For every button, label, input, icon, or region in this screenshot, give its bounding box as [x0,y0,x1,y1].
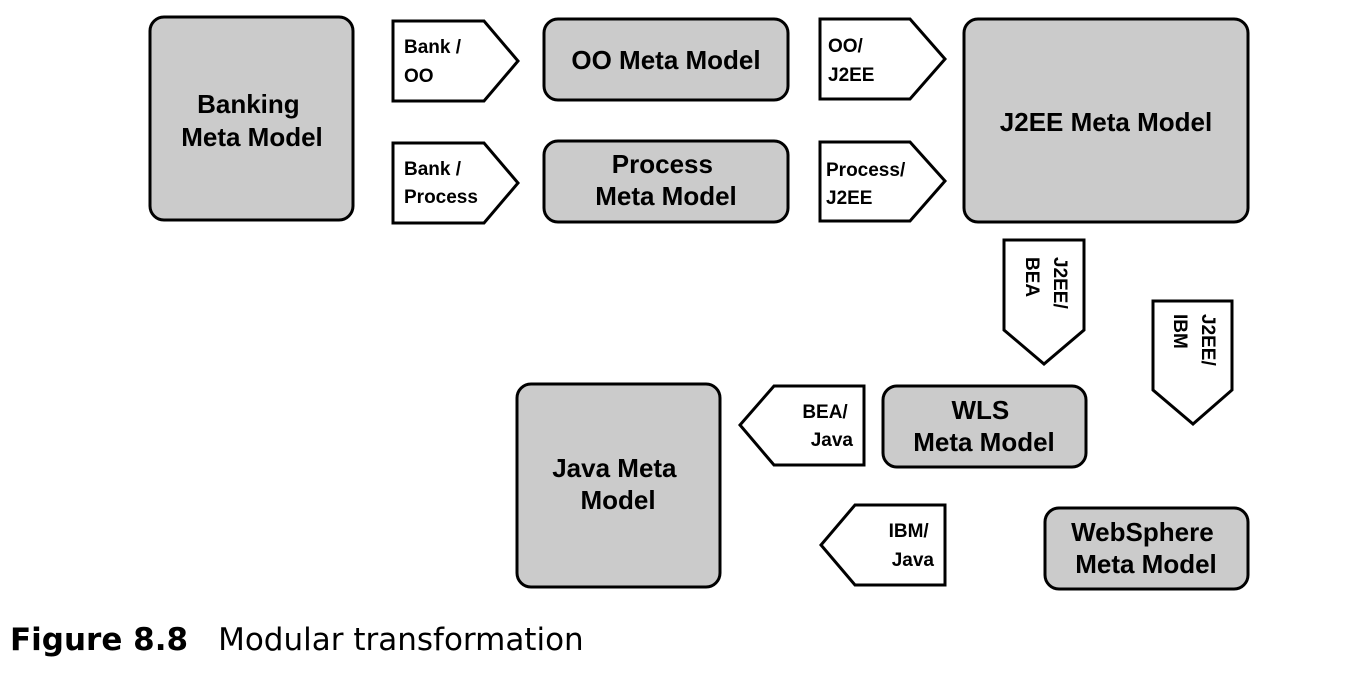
j2ee-ibm-label-line1: J2EE/ [1197,314,1218,366]
bank-oo-transformation-arrow: Bank / OO [391,19,520,103]
oo-j2ee-label-line2: J2EE [828,65,874,86]
svg-text:Process Meta Model: Process Meta Model [595,149,737,211]
svg-text:OO/ J2EE: OO/ J2EE [828,36,874,86]
svg-text:Java Meta Model: Java Meta Model [552,453,684,515]
bank-process-label-line1: Bank / [404,159,462,180]
svg-text:Bank / OO: Bank / OO [404,37,466,87]
j2ee-bea-label-line1: J2EE/ [1049,257,1070,309]
bank-oo-label-line1: Bank / [404,37,462,58]
websphere-meta-model-label-line1: WebSphere [1071,517,1214,547]
j2ee-ibm-label-line2: IBM [1169,314,1190,349]
bea-java-transformation-arrow: BEA/ Java [738,384,866,467]
j2ee-ibm-transformation-arrow: J2EE/ IBM [1151,299,1234,426]
j2ee-bea-transformation-arrow: J2EE/ BEA [1002,238,1086,366]
svg-text:WebSphere Meta Model: WebSphere Meta Model [1071,517,1221,579]
svg-text:J2EE/ IBM: J2EE/ IBM [1169,314,1218,371]
modular-transformation-diagram: Banking Meta Model OO Meta Model Process… [148,15,1250,591]
ibm-java-label-line2: Java [892,550,935,571]
figure-number: Figure 8.8 [10,622,189,658]
svg-text:OO Meta Model: OO Meta Model [571,45,760,75]
process-j2ee-label-line1: Process/ [826,160,906,181]
oo-j2ee-transformation-arrow: OO/ J2EE [818,17,947,101]
process-meta-model-label-line2: Meta Model [595,181,737,211]
oo-meta-model-box: OO Meta Model [542,17,790,102]
bank-process-label-line2: Process [404,187,478,208]
websphere-meta-model-label-line2: Meta Model [1075,549,1217,579]
bank-process-transformation-arrow: Bank / Process [391,141,520,225]
svg-text:Bank / Process: Bank / Process [404,159,478,208]
svg-text:J2EE/ BEA: J2EE/ BEA [1021,257,1070,314]
j2ee-bea-label-line2: BEA [1021,257,1042,297]
process-meta-model-label-line1: Process [612,149,713,179]
svg-text:J2EE Meta Model: J2EE Meta Model [1000,107,1212,137]
oo-meta-model-label: OO Meta Model [571,45,760,75]
figure-caption: Figure 8.8 Modular transformation [10,622,584,658]
ibm-java-label-line1: IBM/ [889,521,930,542]
j2ee-meta-model-box: J2EE Meta Model [962,17,1250,224]
bea-java-label-line1: BEA/ [802,402,848,423]
process-meta-model-box: Process Meta Model [542,139,790,224]
banking-meta-model-box: Banking Meta Model [148,15,355,222]
svg-text:Banking Meta Model: Banking Meta Model [181,89,323,152]
process-j2ee-label-line2: J2EE [826,188,872,209]
svg-text:Process/ J2EE: Process/ J2EE [826,160,911,209]
ibm-java-transformation-arrow: IBM/ Java [819,503,947,587]
process-j2ee-transformation-arrow: Process/ J2EE [818,140,948,223]
websphere-meta-model-box: WebSphere Meta Model [1043,506,1250,591]
j2ee-meta-model-label: J2EE Meta Model [1000,107,1212,137]
wls-meta-model-label-line1: WLS [952,395,1010,425]
bea-java-label-line2: Java [811,430,854,451]
wls-meta-model-box: WLS Meta Model [881,384,1088,469]
bank-oo-label-line2: OO [404,66,434,87]
java-meta-model-box: Java Meta Model [515,382,722,589]
oo-j2ee-label-line1: OO/ [828,36,864,57]
svg-text:IBM/ Java: IBM/ Java [889,521,935,571]
java-meta-model-label-line2: Model [580,485,655,515]
wls-meta-model-label-line2: Meta Model [913,427,1055,457]
svg-text:BEA/ Java: BEA/ Java [802,402,853,451]
svg-text:WLS Meta Model: WLS Meta Model [913,395,1055,457]
java-meta-model-label-line1: Java Meta [552,453,677,483]
banking-meta-model-label-line2: Meta Model [181,122,323,152]
banking-meta-model-label-line1: Banking [197,89,300,119]
figure-title: Modular transformation [218,622,584,658]
